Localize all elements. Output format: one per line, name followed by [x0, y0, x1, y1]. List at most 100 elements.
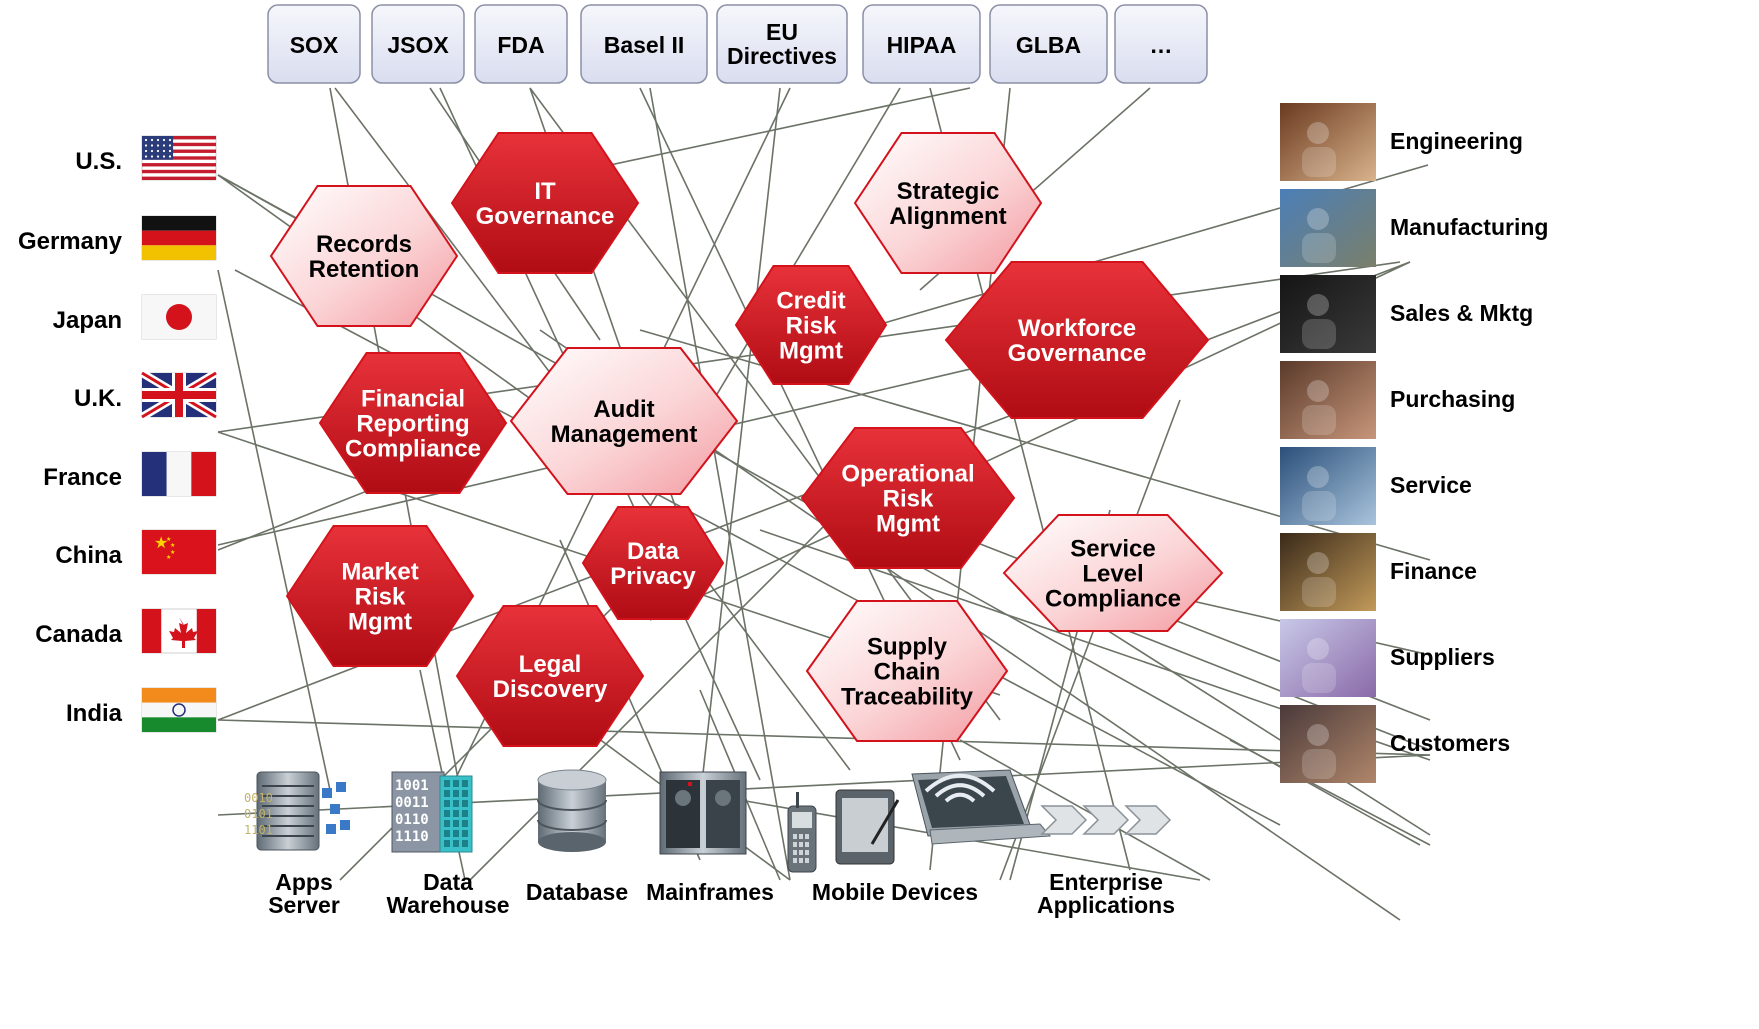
country-label: China	[55, 542, 122, 569]
svg-text:★: ★	[166, 536, 171, 543]
country-germany: Germany	[18, 215, 217, 261]
regulation-box-fda: FDA	[474, 4, 568, 84]
department-label: Purchasing	[1390, 386, 1515, 412]
regulation-box-glba: GLBA	[989, 4, 1108, 84]
india-flag-icon	[141, 687, 217, 733]
regulation-label: HIPAA	[887, 32, 957, 58]
department-label: Engineering	[1390, 128, 1523, 154]
system-label-mobile-devices: Mobile Devices	[812, 879, 978, 905]
country-label: U.S.	[75, 148, 122, 175]
svg-text:★: ★	[170, 542, 175, 549]
svg-text:0010: 0010	[244, 791, 273, 805]
germany-flag-icon	[141, 215, 217, 261]
regulation-box-basel-ii: Basel II	[580, 4, 708, 84]
country-label: Germany	[18, 228, 123, 255]
suppliers-photo-icon	[1280, 619, 1376, 697]
country-u-s: U.S.	[75, 135, 217, 181]
department-manufacturing: Manufacturing	[1280, 189, 1548, 267]
svg-text:0110: 0110	[395, 812, 429, 828]
china-flag-icon: ★★★★★	[141, 529, 217, 575]
department-label: Manufacturing	[1390, 214, 1548, 240]
regulation-label: GLBA	[1016, 32, 1081, 58]
department-customers: Customers	[1280, 705, 1510, 783]
enterprise-applications-icon	[1040, 805, 1172, 835]
regulation-label: JSOX	[387, 32, 449, 58]
country-label: France	[43, 464, 122, 491]
country-canada: Canada	[35, 608, 217, 654]
svg-text:★: ★	[170, 549, 175, 556]
canada-flag-icon	[141, 608, 217, 654]
apps-server-icon: 0010 0101 1101	[244, 771, 350, 851]
svg-text:★: ★	[166, 554, 171, 561]
department-label: Suppliers	[1390, 644, 1495, 670]
country-japan: Japan	[53, 294, 217, 340]
regulation-box-more: …	[1114, 4, 1208, 84]
regulation-box-hipaa: HIPAA	[862, 4, 981, 84]
svg-text:0101: 0101	[244, 807, 273, 821]
manufacturing-photo-icon	[1280, 189, 1376, 267]
finance-photo-icon	[1280, 533, 1376, 611]
mainframe-icon	[659, 771, 747, 855]
department-suppliers: Suppliers	[1280, 619, 1495, 697]
svg-text:★: ★	[154, 533, 168, 552]
purchasing-photo-icon	[1280, 361, 1376, 439]
sales-mktg-photo-icon	[1280, 275, 1376, 353]
regulation-box-sox: SOX	[267, 4, 361, 84]
regulation-label: …	[1150, 32, 1173, 58]
customers-photo-icon	[1280, 705, 1376, 783]
svg-text:1101: 1101	[244, 823, 273, 837]
department-purchasing: Purchasing	[1280, 361, 1515, 439]
country-label: Japan	[53, 307, 122, 334]
department-label: Sales & Mktg	[1390, 300, 1533, 326]
department-service: Service	[1280, 447, 1472, 525]
regulation-label: SOX	[290, 32, 339, 58]
engineering-photo-icon	[1280, 103, 1376, 181]
database-icon	[537, 769, 607, 852]
regulation-label: Basel II	[604, 32, 685, 58]
country-u-k: U.K.	[74, 369, 219, 421]
department-sales-mktg: Sales & Mktg	[1280, 275, 1533, 353]
country-france: France	[43, 451, 217, 497]
country-china: China ★★★★★	[55, 529, 217, 575]
mobile-devices-icon	[787, 769, 1052, 873]
country-india: India	[66, 687, 217, 733]
country-label: India	[66, 700, 123, 727]
svg-text:1110: 1110	[395, 829, 429, 845]
regulation-box-jsox: JSOX	[371, 4, 465, 84]
regulation-label: FDA	[497, 32, 544, 58]
